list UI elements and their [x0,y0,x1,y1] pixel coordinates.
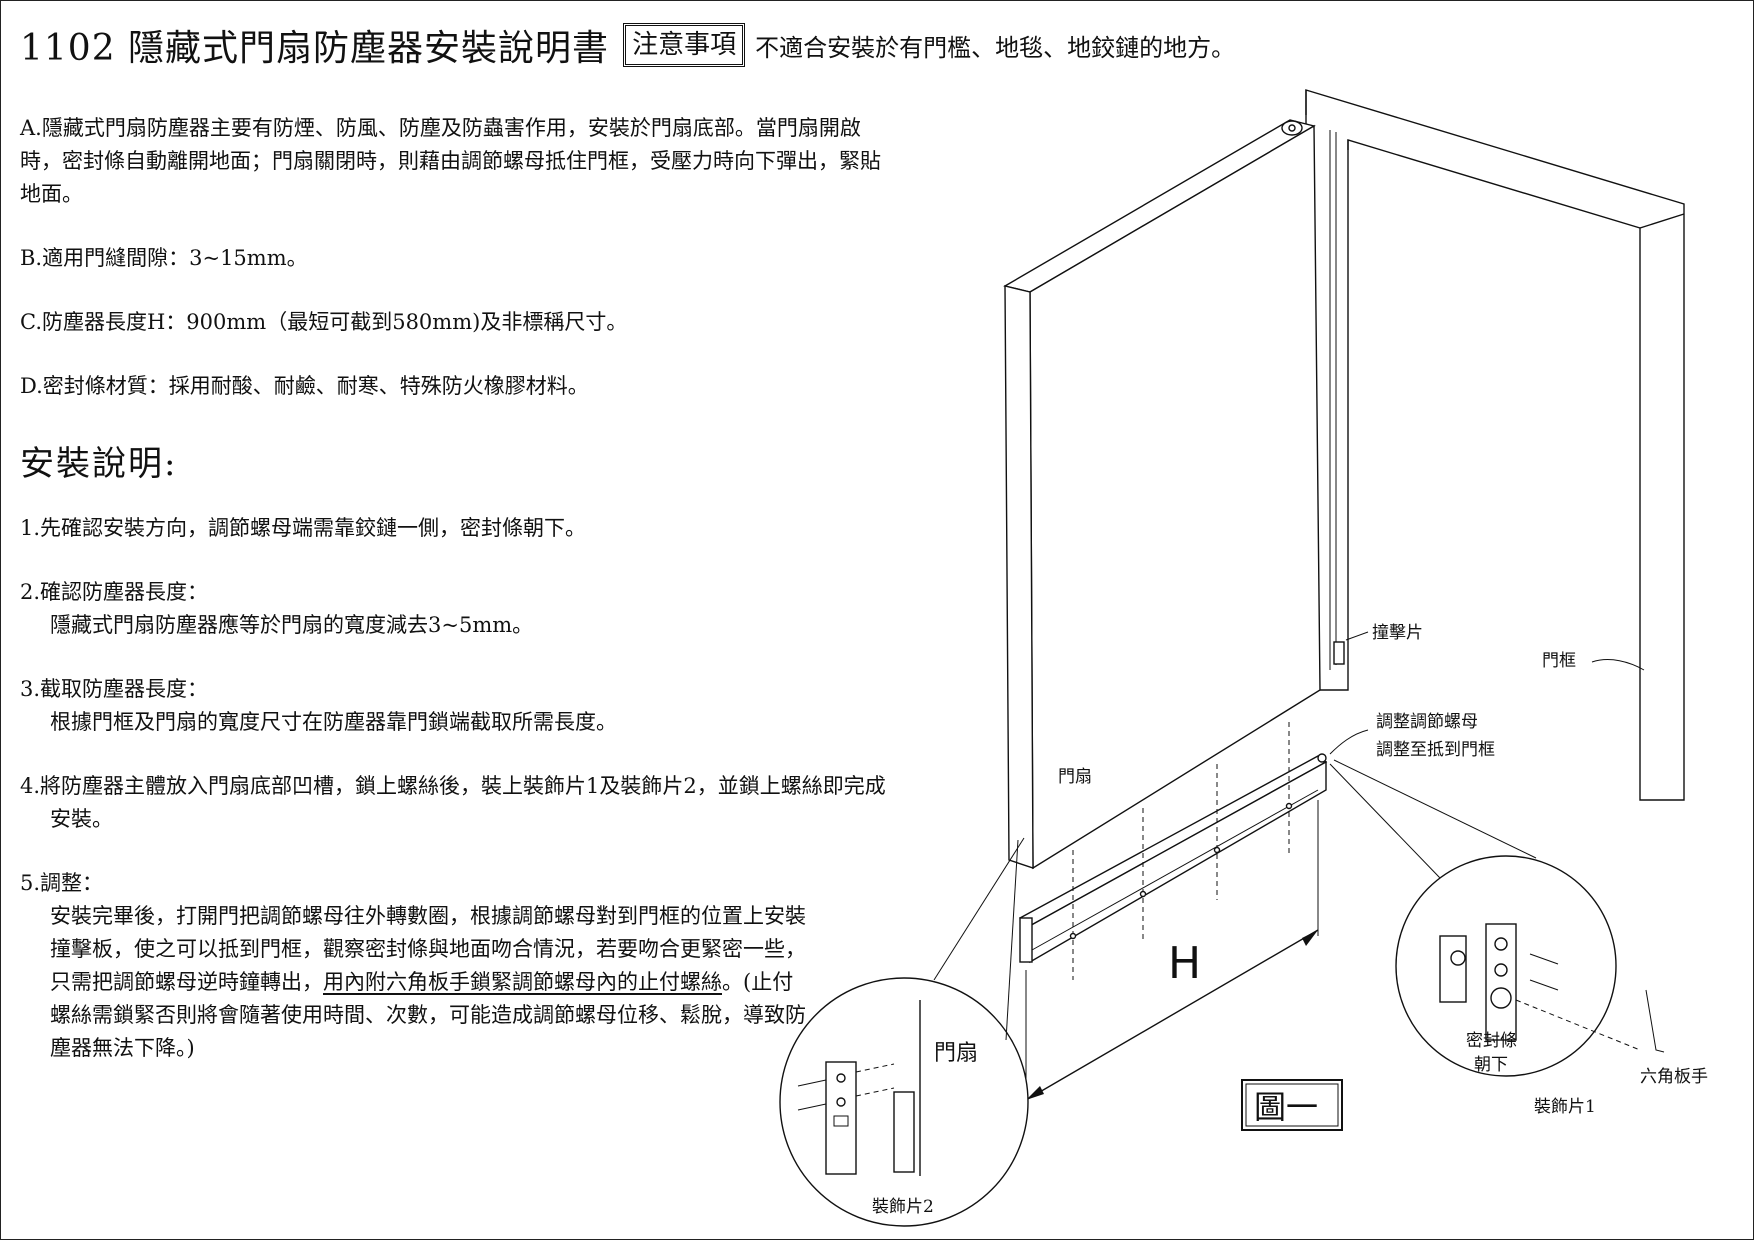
door-leaf [1003,119,1337,870]
adjust-nut-leader [1329,729,1369,755]
adjust-nut-label-1: 調整調節螺母 [1376,712,1478,732]
door-frame-label: 門框 [1542,651,1576,671]
cover-2-label: 裝飾片2 [872,1197,934,1217]
step-5-body-underlined: 用內附六角板手鎖緊調節螺母內的止付螺絲 [323,970,722,994]
intro-item-d: D.密封條材質：採用耐酸、耐鹼、耐寒、特殊防火橡膠材料。 [20,374,589,398]
step-3-body: 根據門框及門扇的寬度尺寸在防塵器靠門鎖端截取所需長度。 [50,710,617,734]
install-steps: 1.先確認安裝方向，調節螺母端需靠鉸鏈一側，密封條朝下。 2.確認防塵器長度： … [20,512,900,1096]
intro-item-b: B.適用門縫間隙：3~15mm。 [20,246,308,270]
strike-plate-icon [1333,641,1345,665]
dust-seal-body [1019,753,1328,964]
notice-text: 不適合安裝於有門檻、地毯、地鉸鏈的地方。 [755,33,1236,62]
detail-circle-right [1329,759,1665,1077]
hex-key-label: 六角板手 [1640,1067,1708,1087]
install-heading: 安裝說明: [20,444,178,484]
step-5-body-a: 安裝完畢後，打開門把調節螺母往外轉數圈，根據調節螺母對到門框的位置上安裝撞擊板，… [50,904,806,994]
step-4: 4.將防塵器主體放入門扇底部凹槽，鎖上螺絲後，裝上裝飾片1及裝飾片2，並鎖上螺絲… [20,774,886,831]
step-3: 3.截取防塵器長度： 根據門框及門扇的寬度尺寸在防塵器靠門鎖端截取所需長度。 [20,673,900,739]
door-leaf-detail-label: 門扇 [934,1041,978,1066]
door-frame-leader [1591,659,1645,671]
adjust-nut-label-2: 調整至抵到門框 [1376,740,1495,760]
step-2-body: 隱藏式門扇防塵器應等於門扇的寬度減去3~5mm。 [50,613,534,637]
intro-section: A.隱藏式門扇防塵器主要有防煙、防風、防塵及防蟲害作用，安裝於門扇底部。當門扇開… [20,112,890,434]
dimension-h-label: H [1168,938,1201,989]
figure-label: 圖一 [1254,1088,1318,1126]
seal-label-1: 密封條 [1466,1031,1517,1051]
hinge-icon [1281,120,1303,136]
step-2: 2.確認防塵器長度： 隱藏式門扇防塵器應等於門扇的寬度減去3~5mm。 [20,576,900,642]
seal-label-2: 朝下 [1474,1055,1508,1075]
figure-label-box [1241,1079,1343,1131]
screws [1069,722,1293,980]
step-5: 5.調整： 安裝完畢後，打開門把調節螺母往外轉數圈，根據調節螺母對到門框的位置上… [20,867,900,1065]
step-1: 1.先確認安裝方向，調節螺母端需靠鉸鏈一側，密封條朝下。 [20,516,587,540]
detail-circle-left [779,837,1029,1227]
step-5-body: 安裝完畢後，打開門把調節螺母往外轉數圈，根據調節螺母對到門框的位置上安裝撞擊板，… [20,900,810,1065]
intro-item-c: C.防塵器長度H：900mm（最短可截到580mm)及非標稱尺寸。 [20,310,628,334]
header: 1102 隱藏式門扇防塵器安裝說明書 注意事項 不適合安裝於有門檻、地毯、地鉸鏈… [20,20,1235,70]
step-5-title: 5.調整： [20,871,104,895]
notice-label: 注意事項 [623,23,746,67]
step-3-title: 3.截取防塵器長度： [20,677,209,701]
step-2-title: 2.確認防塵器長度： [20,580,209,604]
door-leaf-label: 門扇 [1058,767,1092,787]
document-title: 1102 隱藏式門扇防塵器安裝說明書 [20,28,610,69]
dimension-h [1025,800,1319,1104]
strike-plate-label: 撞擊片 [1372,623,1423,643]
hex-key-icon [1645,989,1665,1053]
step-5-body-b: 。(止付螺絲需鎖緊否則將會隨著使用時間、次數，可能造成調節螺母位移、鬆脫，導致防… [50,970,806,1060]
cover-1-label: 裝飾片1 [1534,1097,1596,1117]
intro-item-a: A.隱藏式門扇防塵器主要有防煙、防風、防塵及防蟲害作用，安裝於門扇底部。當門扇開… [20,116,881,206]
door-frame [1305,89,1685,801]
